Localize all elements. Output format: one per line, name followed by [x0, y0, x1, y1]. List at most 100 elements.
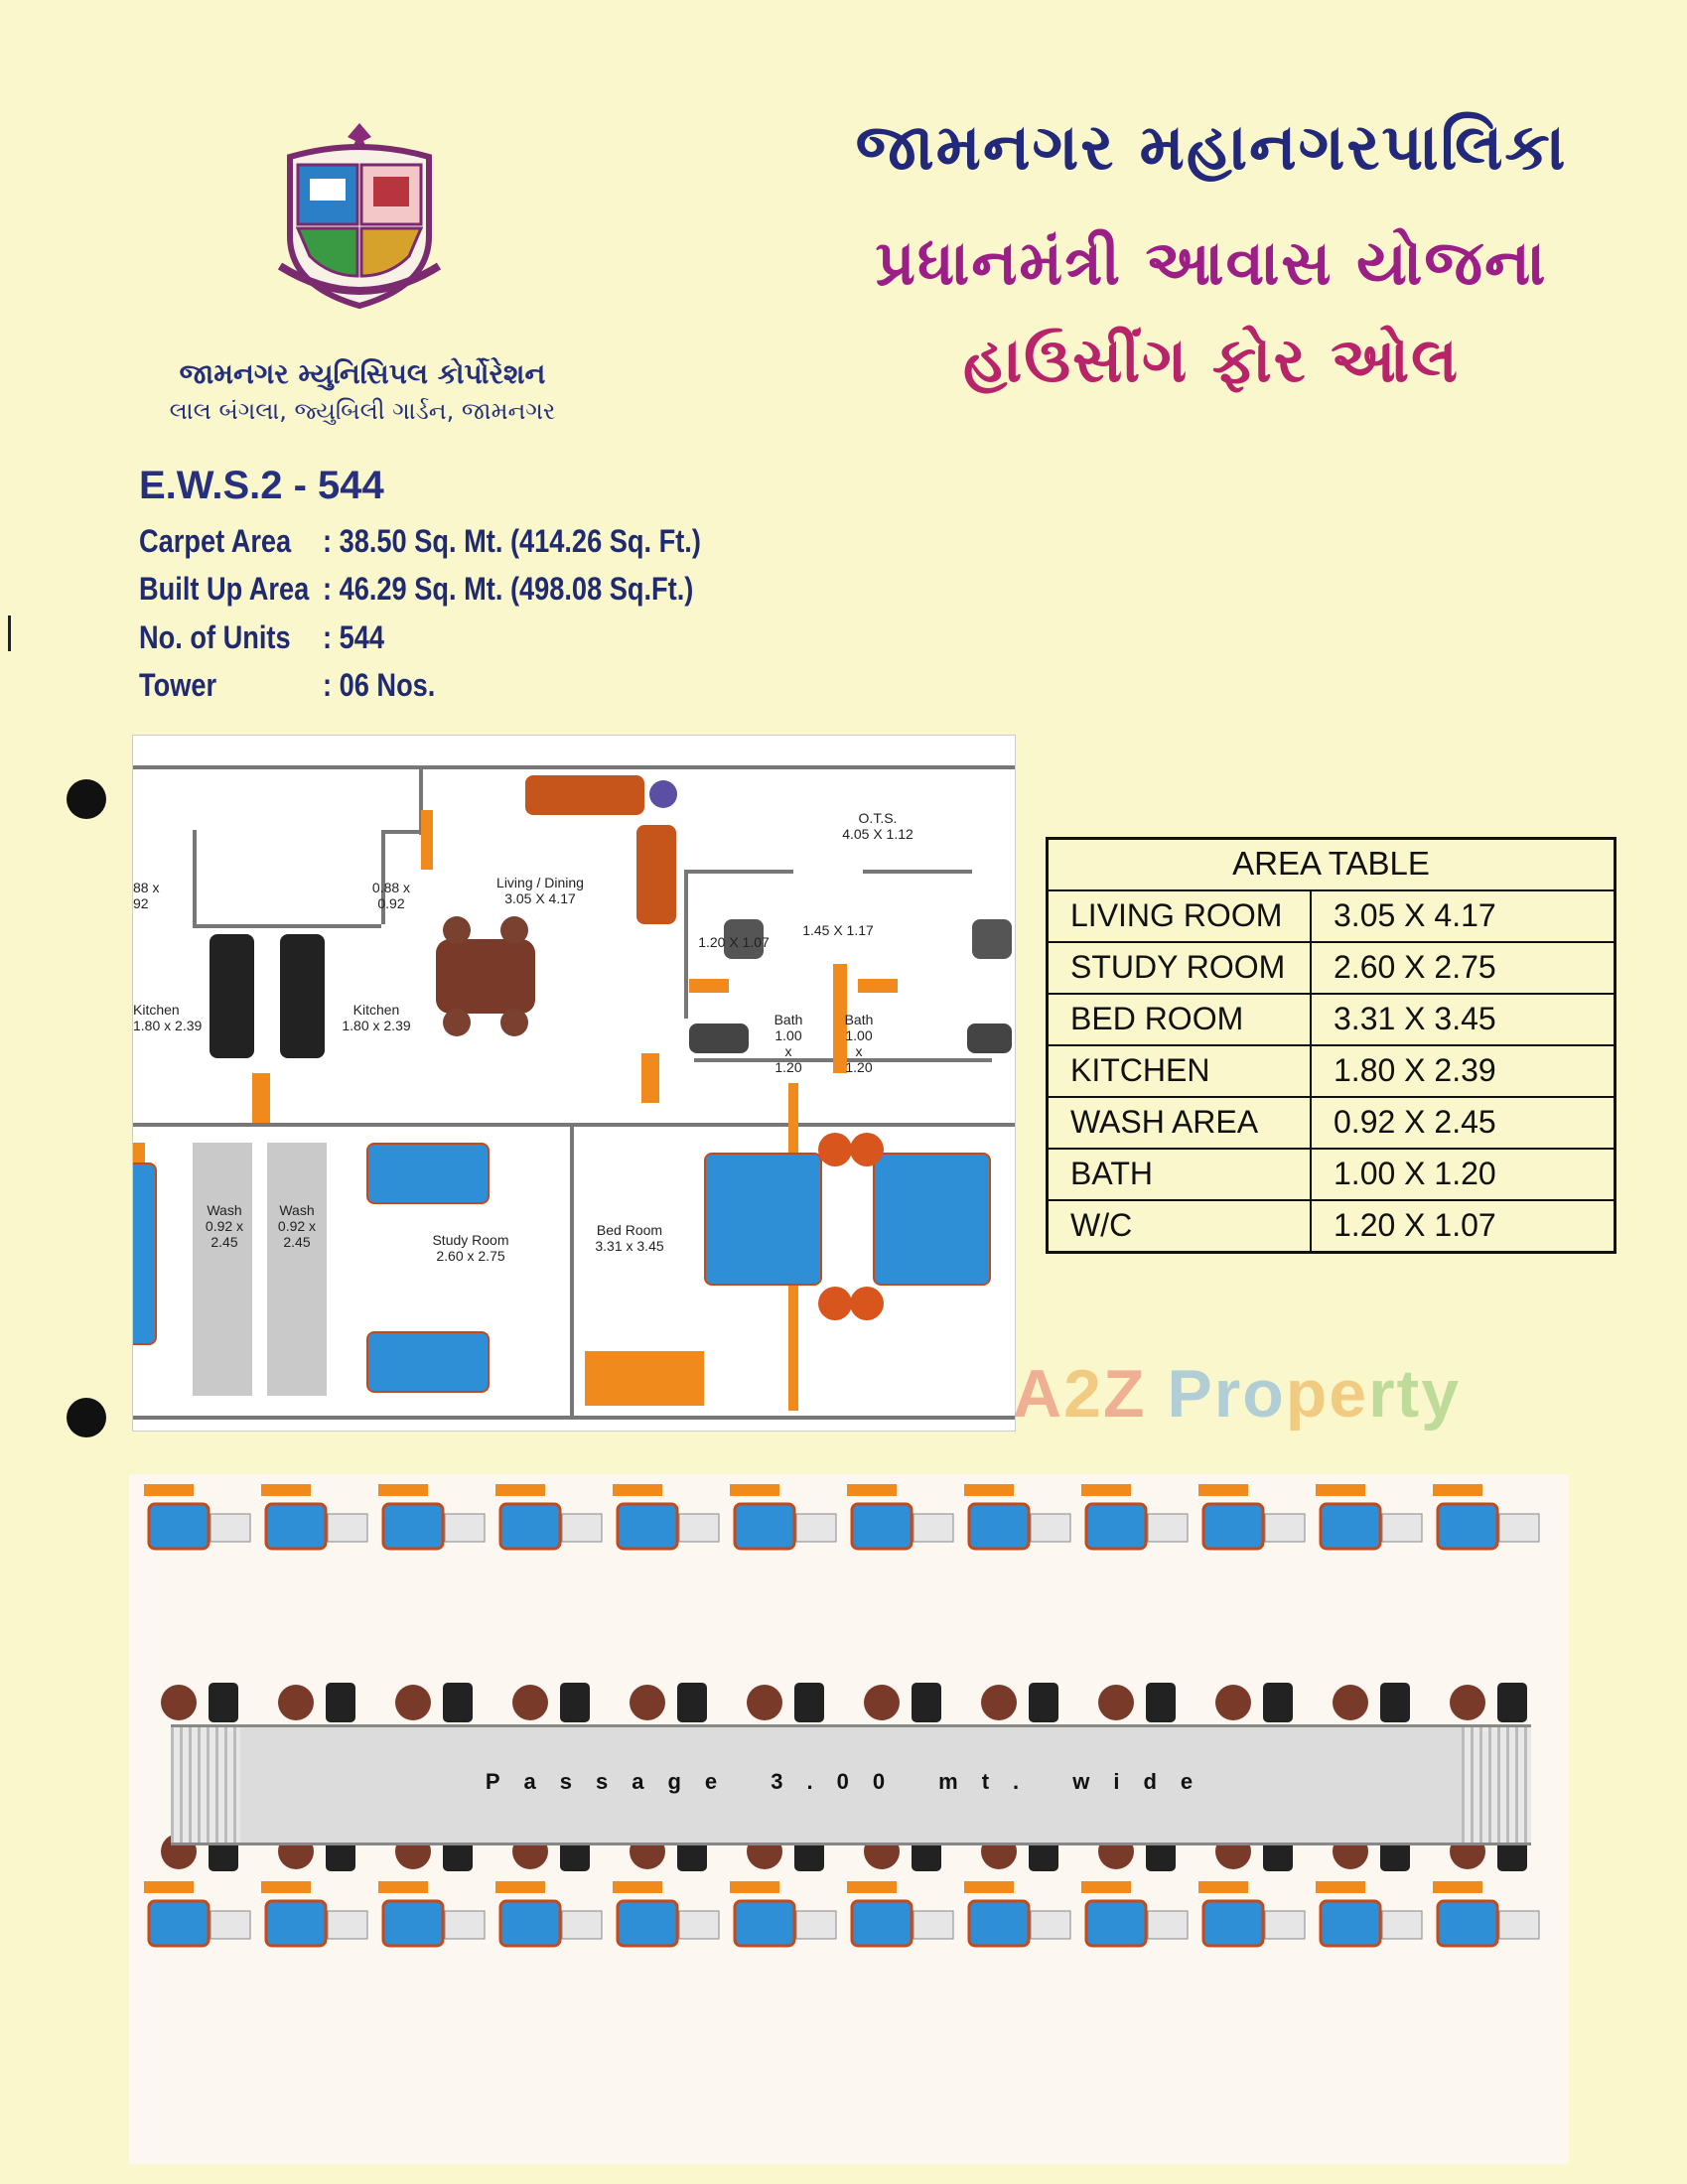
unit-bath	[210, 1910, 251, 1940]
bath-fixture	[689, 1024, 749, 1053]
spec-label: No. of Units	[139, 619, 291, 655]
unit-kitchen	[912, 1683, 941, 1722]
unit-bed	[1084, 1502, 1148, 1551]
chair	[443, 1009, 471, 1036]
unit-kitchen	[794, 1683, 824, 1722]
room-size: 1.00 X 1.20	[1310, 1148, 1617, 1201]
bedside-table	[850, 1133, 884, 1166]
unit-kitchen	[443, 1683, 473, 1722]
spec-label: Carpet Area	[139, 523, 292, 559]
room-name: STUDY ROOM	[1046, 941, 1312, 995]
unit-bath	[1030, 1910, 1071, 1940]
wall	[684, 870, 688, 1019]
label-wc: 1.20 X 1.07	[698, 934, 770, 950]
wall	[133, 1416, 1015, 1420]
wall	[684, 870, 793, 874]
unit-door	[613, 1484, 662, 1496]
unit-door	[964, 1881, 1014, 1893]
spec-row-tower: Tower : 06 Nos.	[139, 667, 435, 704]
door	[421, 810, 433, 870]
unit-bed	[498, 1899, 562, 1948]
table-header-row: AREA TABLE	[1046, 837, 1617, 891]
unit-door	[144, 1484, 194, 1496]
unit-door	[1433, 1484, 1482, 1496]
room-name: WASH AREA	[1046, 1096, 1312, 1150]
study-bed	[366, 1143, 490, 1204]
unit-door	[1198, 1881, 1248, 1893]
spec-value: : 06 Nos.	[323, 667, 436, 703]
unit-door	[495, 1484, 545, 1496]
unit-kitchen	[1029, 1683, 1058, 1722]
corporation-address: લાલ બંગલા, જ્યુબિલી ગાર્ડન, જામનગર	[169, 397, 556, 425]
unit-bed	[498, 1502, 562, 1551]
double-bed	[704, 1153, 822, 1286]
unit-bed	[1201, 1502, 1265, 1551]
label-study-room: Study Room 2.60 x 2.75	[432, 1232, 509, 1264]
unit-door	[1433, 1881, 1482, 1893]
left-bed	[133, 1162, 157, 1345]
staircase-left	[171, 1727, 240, 1843]
unit-bath	[444, 1513, 486, 1543]
watermark-brand: A2Z Property	[1013, 1356, 1462, 1432]
unit-door	[847, 1484, 897, 1496]
label-passage-small: 1.45 X 1.17	[802, 922, 874, 938]
wall	[381, 830, 385, 924]
label-living-dining: Living / Dining 3.05 X 4.17	[496, 875, 584, 906]
kitchen-counter	[210, 934, 254, 1058]
unit-bath	[1498, 1513, 1540, 1543]
unit-bed	[1319, 1899, 1382, 1948]
unit-door	[261, 1484, 311, 1496]
unit-door	[1316, 1881, 1365, 1893]
label-bath-right: Bath 1.00 x 1.20	[844, 1012, 874, 1075]
unit-bed	[1319, 1502, 1382, 1551]
spec-value: : 544	[323, 619, 384, 655]
unit-kitchen	[1380, 1683, 1410, 1722]
passage-label: Passage 3.00 mt. wide	[485, 1769, 1217, 1794]
label-bed-room: Bed Room 3.31 x 3.45	[595, 1222, 664, 1254]
unit-bath	[1381, 1910, 1423, 1940]
room-size: 1.80 X 2.39	[1310, 1044, 1617, 1098]
binder-hole-bottom	[67, 1398, 106, 1437]
unit-bath	[913, 1513, 954, 1543]
unit-bed	[967, 1899, 1031, 1948]
room-size: 1.20 X 1.07	[1310, 1199, 1617, 1254]
door	[585, 1351, 704, 1406]
unit-dining-table	[512, 1685, 548, 1720]
lamp	[649, 780, 677, 808]
page-edge-mark	[8, 615, 11, 651]
chair	[500, 916, 528, 944]
wc-fixture	[972, 919, 1012, 959]
unit-door	[378, 1484, 428, 1496]
unit-door	[847, 1881, 897, 1893]
unit-bath	[795, 1513, 837, 1543]
central-passage: Passage 3.00 mt. wide	[171, 1724, 1531, 1845]
label-kitchen-left: Kitchen 1.80 x 2.39	[133, 1002, 203, 1033]
unit-bed	[616, 1899, 679, 1948]
unit-bed	[1084, 1899, 1148, 1948]
unit-dining-table	[864, 1685, 900, 1720]
wash-area	[267, 1143, 327, 1396]
unit-door	[378, 1881, 428, 1893]
label-small-area: 0.88 x 0.92	[371, 880, 411, 911]
title-scheme: પ્રધાનમંત્રી આવાસ યોજના	[875, 226, 1548, 299]
unit-bed	[1201, 1899, 1265, 1948]
unit-bed	[733, 1502, 796, 1551]
label-ots: O.T.S. 4.05 X 1.12	[842, 810, 914, 842]
sofa	[525, 775, 644, 815]
unit-dining-table	[981, 1685, 1017, 1720]
study-bed	[366, 1331, 490, 1393]
unit-bed	[733, 1899, 796, 1948]
double-bed	[873, 1153, 991, 1286]
bedside-table	[818, 1287, 852, 1320]
wall	[193, 924, 381, 928]
unit-bath	[1030, 1513, 1071, 1543]
wall	[863, 870, 972, 874]
spec-row-units: No. of Units : 544	[139, 619, 384, 656]
unit-dining-table	[1450, 1685, 1485, 1720]
title-municipal-corporation: જામનગર મહાનગરપાલિકા	[855, 111, 1568, 185]
unit-bed	[264, 1502, 328, 1551]
unit-door	[613, 1881, 662, 1893]
